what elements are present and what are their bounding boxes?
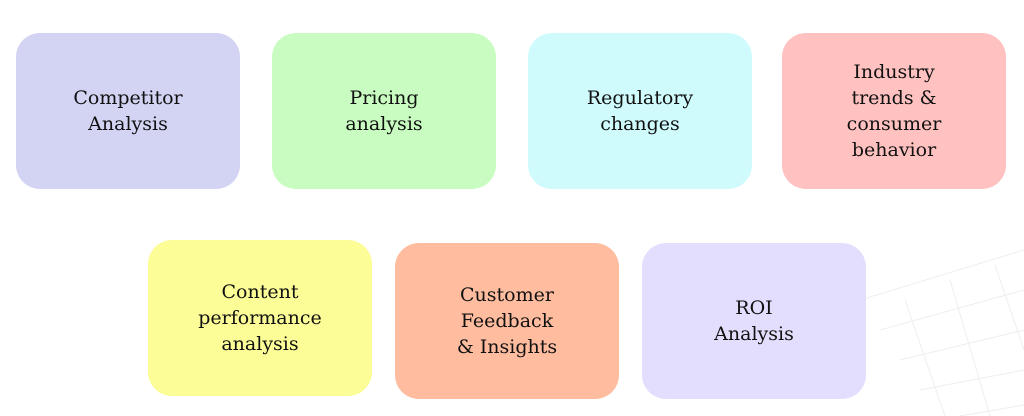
card-label: Regulatory changes [586,87,694,135]
card-pricing-analysis: Pricing analysis [272,33,496,189]
card-label: Customer Feedback & Insights [456,284,558,358]
card-label: Competitor Analysis [73,87,183,135]
card-content-performance: Content performance analysis [148,240,372,396]
card-label: ROI Analysis [714,297,794,345]
card-label: Pricing analysis [345,87,423,135]
card-customer-feedback: Customer Feedback & Insights [395,243,619,399]
card-regulatory-changes: Regulatory changes [528,33,752,189]
card-label: Content performance analysis [198,281,322,355]
card-competitor-analysis: Competitor Analysis [16,33,240,189]
card-label: Industry trends & consumer behavior [846,61,942,161]
card-industry-trends: Industry trends & consumer behavior [782,33,1006,189]
card-roi-analysis: ROI Analysis [642,243,866,399]
